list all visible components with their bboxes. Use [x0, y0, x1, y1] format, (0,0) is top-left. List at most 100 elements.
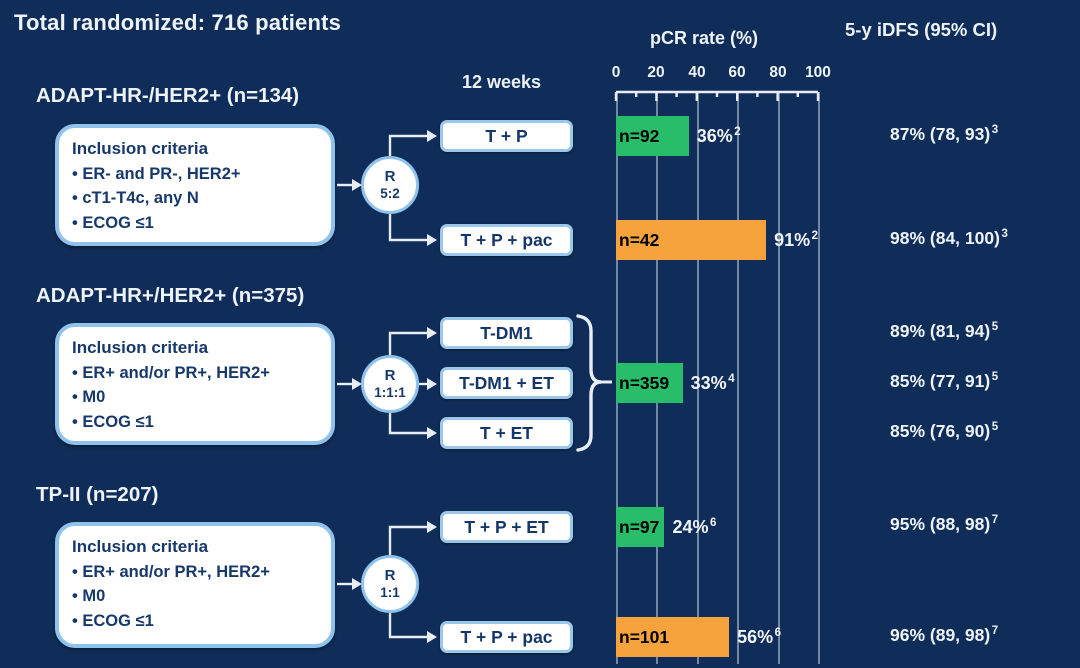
- pct-footnote: 4: [728, 372, 735, 385]
- trial2-idfs-arm2: 85% (77, 91)5: [890, 371, 998, 392]
- idfs-column-header: 5-y iDFS (95% CI): [845, 19, 998, 40]
- gridline-100: [818, 92, 820, 664]
- axis-and-arrows: [337, 90, 820, 639]
- idfs-text: 85% (77, 91): [890, 371, 991, 391]
- pcr-bar-t-p: n=92: [616, 116, 689, 156]
- trial3-randomization-circle: R 1:1: [361, 555, 419, 613]
- bar-row-t-p: n=92 36%2: [616, 116, 818, 156]
- trial3-heading: TP-II (n=207): [36, 483, 159, 506]
- pcr-value-label: 36%2: [697, 126, 741, 147]
- trial1-arm-t-p: T + P: [440, 120, 573, 152]
- arrow-r3-to-arm1: [388, 525, 427, 555]
- trial1-idfs-arm2: 98% (84, 100)3: [890, 228, 1008, 249]
- pcr-value-label: 56%6: [737, 627, 781, 648]
- idfs-footnote: 5: [991, 321, 999, 333]
- idfs-text: 87% (78, 93): [890, 124, 991, 144]
- arrow-heads: [352, 130, 437, 643]
- idfs-footnote: 3: [991, 124, 999, 136]
- gridline-40: [697, 92, 699, 664]
- inclusion-title: Inclusion criteria: [72, 338, 209, 357]
- bar-n-label: n=101: [619, 626, 670, 647]
- idfs-footnote: 5: [991, 371, 999, 383]
- arrow-r2-to-arm1: [388, 331, 427, 355]
- pct-footnote: 2: [734, 125, 741, 138]
- inclusion-bullet: • ER- and PR-, HER2+: [72, 164, 241, 183]
- trial3-inclusion-box: Inclusion criteria • ER+ and/or PR+, HER…: [55, 522, 335, 648]
- tick-label-100: 100: [805, 64, 831, 81]
- axis-major-ticks: [614, 92, 820, 101]
- trial2-arm-t-et: T + ET: [440, 417, 573, 449]
- pcr-bar-t-p-pac: n=42: [616, 220, 767, 260]
- pcr-bar-adapt-hrpos: n=359: [616, 363, 683, 403]
- inclusion-bullet: • ECOG ≤1: [72, 214, 154, 232]
- timepoint-label: 12 weeks: [462, 72, 542, 92]
- idfs-text: 96% (89, 98): [890, 625, 991, 645]
- arms-brace: [576, 314, 602, 452]
- randomization-ratio: 1:1:1: [374, 384, 406, 400]
- randomization-ratio: 5:2: [380, 185, 400, 201]
- arrow-r1-to-arm2: [388, 214, 427, 242]
- randomization-ratio: 1:1: [380, 584, 400, 600]
- pcr-value-label: 91%2: [774, 230, 818, 251]
- pct-text: 33%: [690, 372, 727, 393]
- pcr-bar-plot: n=92 36%2 n=42 91%2 n=359 33%4 n=97 24%6…: [616, 0, 818, 668]
- pct-footnote: 6: [774, 626, 782, 639]
- idfs-footnote: 7: [991, 625, 999, 637]
- bar-n-label: n=97: [619, 516, 660, 537]
- bar-row-t-p-pac: n=42 91%2: [616, 220, 818, 260]
- inclusion-bullet: • ER+ and/or PR+, HER2+: [72, 562, 270, 581]
- inclusion-title: Inclusion criteria: [72, 537, 209, 556]
- randomization-r: R: [384, 567, 396, 585]
- pct-text: 91%: [774, 229, 811, 250]
- idfs-text: 98% (84, 100): [890, 228, 1000, 248]
- gridline-60: [737, 92, 739, 664]
- inclusion-bullet: • ER+ and/or PR+, HER2+: [72, 363, 270, 382]
- tick-label-40: 40: [688, 64, 706, 81]
- bar-row-t-p-pac-tp2: n=101 56%6: [616, 617, 818, 657]
- idfs-text: 95% (88, 98): [890, 514, 991, 534]
- tick-label-20: 20: [647, 64, 665, 81]
- randomization-r: R: [384, 168, 396, 186]
- trial1-idfs-arm1: 87% (78, 93)3: [890, 124, 998, 145]
- bar-n-label: n=359: [619, 372, 670, 393]
- trial2-inclusion-box: Inclusion criteria • ER+ and/or PR+, HER…: [55, 323, 335, 445]
- idfs-footnote: 3: [1001, 228, 1008, 240]
- pcr-value-label: 33%4: [691, 373, 735, 394]
- arrow-r2-to-arm3: [388, 413, 427, 435]
- idfs-footnote: 5: [991, 421, 999, 433]
- arrow-r1-to-arm1: [388, 134, 427, 156]
- trial1-inclusion-box: Inclusion criteria • ER- and PR-, HER2+ …: [55, 124, 335, 246]
- trial1-randomization-circle: R 5:2: [361, 156, 419, 214]
- tick-label-60: 60: [728, 64, 746, 81]
- trial2-idfs-arm1: 89% (81, 94)5: [890, 321, 998, 342]
- pcr-axis-title: pCR rate (%): [650, 28, 759, 48]
- inclusion-bullet: • cT1-T4c, any N: [72, 189, 199, 208]
- tick-label-80: 80: [769, 64, 787, 81]
- idfs-text: 89% (81, 94): [890, 321, 991, 341]
- arrow-r3-to-arm2: [388, 613, 427, 639]
- pct-text: 24%: [672, 516, 709, 537]
- inclusion-bullet: • ECOG ≤1: [72, 612, 154, 630]
- trial3-arm-t-p-et: T + P + ET: [440, 511, 573, 543]
- idfs-text: 85% (76, 90): [890, 421, 991, 441]
- pct-footnote: 6: [710, 516, 717, 529]
- pct-footnote: 2: [811, 229, 818, 242]
- trial2-heading: ADAPT-HR+/HER2+ (n=375): [36, 284, 305, 307]
- gridline-80: [778, 92, 780, 664]
- pcr-bar-t-p-et: n=97: [616, 507, 665, 547]
- pcr-value-label: 24%6: [672, 517, 716, 538]
- inclusion-bullet: • M0: [72, 587, 106, 606]
- trial1-heading: ADAPT-HR-/HER2+ (n=134): [36, 84, 300, 107]
- pct-text: 56%: [737, 626, 774, 647]
- pcr-bar-t-p-pac-tp2: n=101: [616, 617, 730, 657]
- bar-n-label: n=42: [619, 229, 660, 250]
- bar-n-label: n=92: [619, 125, 660, 146]
- tick-label-0: 0: [611, 64, 621, 81]
- randomization-r: R: [384, 367, 396, 385]
- bar-row-adapt-hrpos-pooled: n=359 33%4: [616, 363, 818, 403]
- trial3-arm-t-p-pac: T + P + pac: [440, 621, 573, 653]
- trial2-arm-tdm1-et: T-DM1 + ET: [440, 367, 573, 399]
- trial3-idfs-arm2: 96% (89, 98)7: [890, 625, 998, 646]
